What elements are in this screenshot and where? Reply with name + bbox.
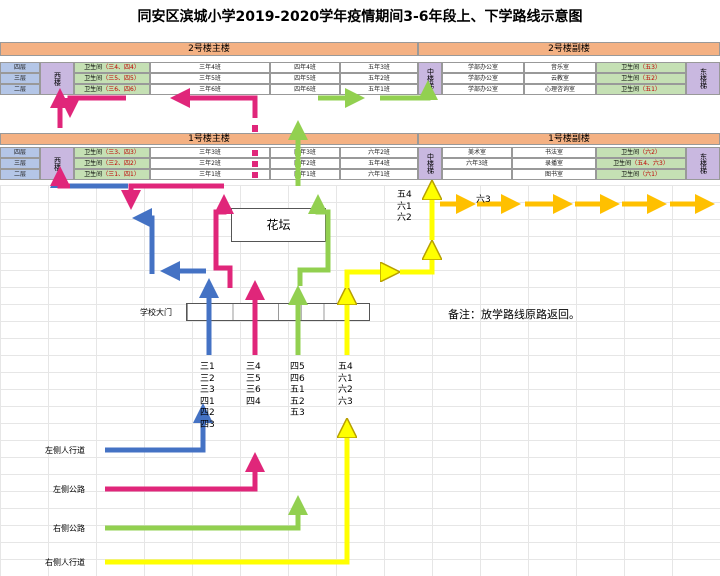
b1-class-r2c1: 三年2班 [150, 158, 270, 169]
magenta-route-road [105, 452, 265, 492]
stair-dots [252, 125, 258, 178]
b1-class-r3c1: 三年1班 [150, 169, 270, 180]
b2-floor-2: 二层 [0, 84, 40, 95]
b2-annex-room-3: 心理咨询室 [524, 84, 596, 95]
b2-annex-washroom-4: 卫生间（五3） [596, 62, 686, 73]
b1-annex-b-3: 图书室 [512, 169, 596, 180]
b2-annex-office-3: 学部办公室 [442, 84, 524, 95]
school-gate [186, 303, 370, 321]
magenta-route-1 [213, 194, 234, 288]
blue-route-2 [132, 208, 155, 274]
b2-annex-office-1: 学部办公室 [442, 62, 524, 73]
b2-washroom-2: 卫生间（三6、四6） [74, 84, 150, 95]
blue-route-road [105, 403, 213, 453]
b2-floor-3: 三层 [0, 73, 40, 84]
building1-main-header: 1号楼主楼 [0, 133, 418, 145]
green-route-road [105, 495, 308, 531]
b1-washroom-2: 卫生间（三1、四1） [74, 169, 150, 180]
b1-class-r3c2: 四年1班 [270, 169, 340, 180]
b2-annex-room-2: 云教室 [524, 73, 596, 84]
b2-class-r2c2: 四年5班 [270, 73, 340, 84]
building1-annex-header: 1号楼副楼 [418, 133, 720, 145]
b1-class-r3c3: 六年1班 [340, 169, 418, 180]
road-right-lane: 右侧公路 [53, 524, 85, 533]
green-route-b2-b [380, 80, 438, 101]
magenta-route-b2-top [60, 95, 126, 118]
b1-floor-3: 三层 [0, 158, 40, 169]
b1-annex-washroom-4: 卫生间（六2） [596, 147, 686, 158]
b2-class-r1c3: 五年3班 [340, 62, 418, 73]
b2-class-r3c1: 三年6班 [150, 84, 270, 95]
b1-class-r2c2: 四年2班 [270, 158, 340, 169]
b1-class-r1c3: 六年2班 [340, 147, 418, 158]
blue-route-3 [50, 168, 128, 189]
background-grid [0, 185, 720, 576]
b1-annex-washroom-2: 卫生间（六1） [596, 169, 686, 180]
green-route-1 [297, 194, 331, 286]
road-left-sidewalk: 左侧人行道 [45, 446, 85, 455]
b1-floor-2: 二层 [0, 169, 40, 180]
yellow-route-2 [400, 250, 432, 275]
school-gate-label: 学校大门 [140, 308, 172, 317]
b2-class-r1c1: 三年4班 [150, 62, 270, 73]
b2-class-r2c1: 三年5班 [150, 73, 270, 84]
b2-annex-washroom-3: 卫生间（五2） [596, 73, 686, 84]
b1-annex-a-1: 美术室 [442, 147, 512, 158]
b2-washroom-3: 卫生间（三5、四5） [74, 73, 150, 84]
b2-east-stair: 东楼梯 [686, 62, 720, 95]
magenta-route-2 [121, 183, 224, 210]
b1-washroom-3: 卫生间（三2、四2） [74, 158, 150, 169]
b1-annex-b-2: 录播室 [512, 158, 596, 169]
b1-annex-a-3 [442, 169, 512, 180]
b2-washroom-4: 卫生间（三4、四4） [74, 62, 150, 73]
road-left-lane: 左侧公路 [53, 485, 85, 494]
b1-annex-a-2: 六年3班 [442, 158, 512, 169]
road-right-sidewalk: 右侧人行道 [45, 558, 85, 567]
b2-annex-office-2: 学部办公室 [442, 73, 524, 84]
yellow-stack-label: 五4 六1 六2 [397, 190, 412, 223]
b2-floor-4: 四层 [0, 62, 40, 73]
b2-class-r1c2: 四年4班 [270, 62, 340, 73]
b1-class-r1c2: 四年3班 [270, 147, 340, 158]
yellow-route-road [105, 428, 347, 565]
building2-main-header: 2号楼主楼 [0, 42, 418, 56]
b1-class-r2c3: 五年4班 [340, 158, 418, 169]
b2-class-r3c3: 五年1班 [340, 84, 418, 95]
page-title: 同安区滨城小学2019-2020学年疫情期间3-6年段上、下学路线示意图 [137, 9, 583, 25]
b1-mid-stair: 中楼梯 [418, 147, 442, 180]
b1-class-r1c1: 三年3班 [150, 147, 270, 158]
magenta-route-b2-mid [170, 88, 258, 118]
b1-annex-b-1: 书法室 [512, 147, 596, 158]
b1-floor-4: 四层 [0, 147, 40, 158]
note-text: 备注：放学路线原路返回。 [448, 308, 580, 321]
yellow-route-1 [344, 272, 390, 288]
b2-class-r2c3: 五年2班 [340, 73, 418, 84]
b2-class-r3c2: 四年6班 [270, 84, 340, 95]
b2-annex-room-1: 音乐室 [524, 62, 596, 73]
b1-annex-washroom-3: 卫生间（五4、六3） [596, 158, 686, 169]
magenta-route-3 [50, 166, 70, 189]
orange-tag-label: 六3 [476, 195, 491, 205]
b1-washroom-4: 卫生间（三3、四3） [74, 147, 150, 158]
b2-annex-washroom-2: 卫生间（五1） [596, 84, 686, 95]
